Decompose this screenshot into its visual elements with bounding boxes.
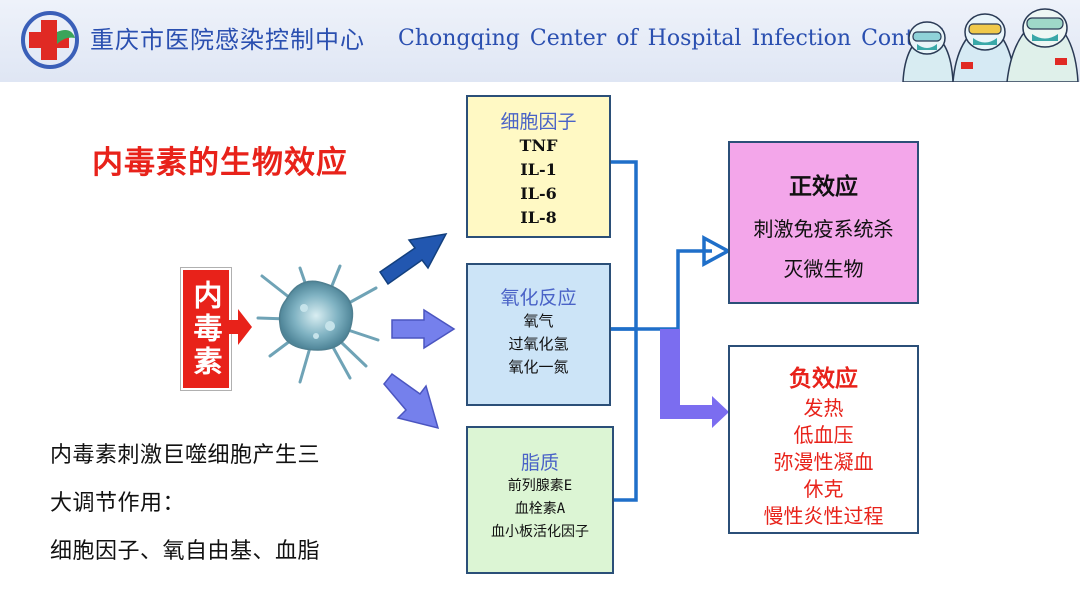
arrow-to-positive [702,235,732,267]
box-lipids-item: 血栓素A [514,501,566,517]
box-negative-item: 慢性炎性过程 [763,504,884,528]
box-positive-item: 刺激免疫系统杀 [753,217,894,241]
header-bar: 重庆市医院感染控制中心 Chongqing Center of Hospital… [0,0,1080,82]
arrow-to-lipids [383,372,440,430]
box-oxidation: 氧化反应 氧气 过氧化氢 氧化一氮 [466,263,611,406]
box-cytokines-title: 细胞因子 [500,111,577,133]
connector-lines [611,160,712,502]
box-cytokines-item: IL-6 [520,184,557,203]
arrow-to-oxidation [391,308,456,350]
box-lipids-title: 脂质 [520,452,559,474]
box-cytokines-item: IL-1 [520,160,557,179]
header-title-cn: 重庆市医院感染控制中心 [90,26,365,54]
hospital-logo-icon [21,11,79,69]
box-oxidation-item: 氧气 [523,312,554,330]
arrow-to-cytokines [378,233,448,286]
arrow-to-negative [660,329,729,428]
box-lipids: 脂质 前列腺素E 血栓素A 血小板活化因子 [466,426,614,574]
macrophage-image [256,264,380,384]
box-lipids-item: 前列腺素E [507,478,573,494]
description-line: 内毒素刺激巨噬细胞产生三 [50,443,321,468]
description-line: 大调节作用： [50,491,186,516]
box-negative-item: 休克 [803,477,844,501]
box-positive-title: 正效应 [789,174,858,200]
description-line: 细胞因子、氧自由基、血脂 [50,539,321,564]
box-oxidation-title: 氧化反应 [500,287,577,309]
box-oxidation-item: 氧化一氮 [508,358,569,376]
box-negative-item: 发热 [803,396,844,420]
box-positive-effect: 正效应 刺激免疫系统杀 灭微生物 [728,141,919,304]
box-negative-title: 负效应 [789,366,858,392]
description-text: 内毒素刺激巨噬细胞产生三 大调节作用： 细胞因子、氧自由基、血脂 [50,432,320,576]
box-oxidation-item: 过氧化氢 [508,335,569,353]
box-negative-item: 弥漫性凝血 [773,450,874,474]
box-lipids-item: 血小板活化因子 [491,524,589,540]
box-negative-item: 低血压 [793,423,854,447]
box-cytokines: 细胞因子 TNF IL-1 IL-6 IL-8 [466,95,611,238]
endotoxin-arrow [227,309,252,345]
box-cytokines-item: TNF [519,136,558,155]
box-positive-item: 灭微生物 [783,257,864,281]
header-title-en: Chongqing Center of Hospital Infection C… [398,26,945,51]
slide-title: 内毒素的生物效应 [92,145,348,181]
box-cytokines-item: IL-8 [520,208,557,227]
medical-staff-illustration [902,8,1079,82]
box-negative-effect: 负效应 发热 低血压 弥漫性凝血 休克 慢性炎性过程 [728,345,919,534]
